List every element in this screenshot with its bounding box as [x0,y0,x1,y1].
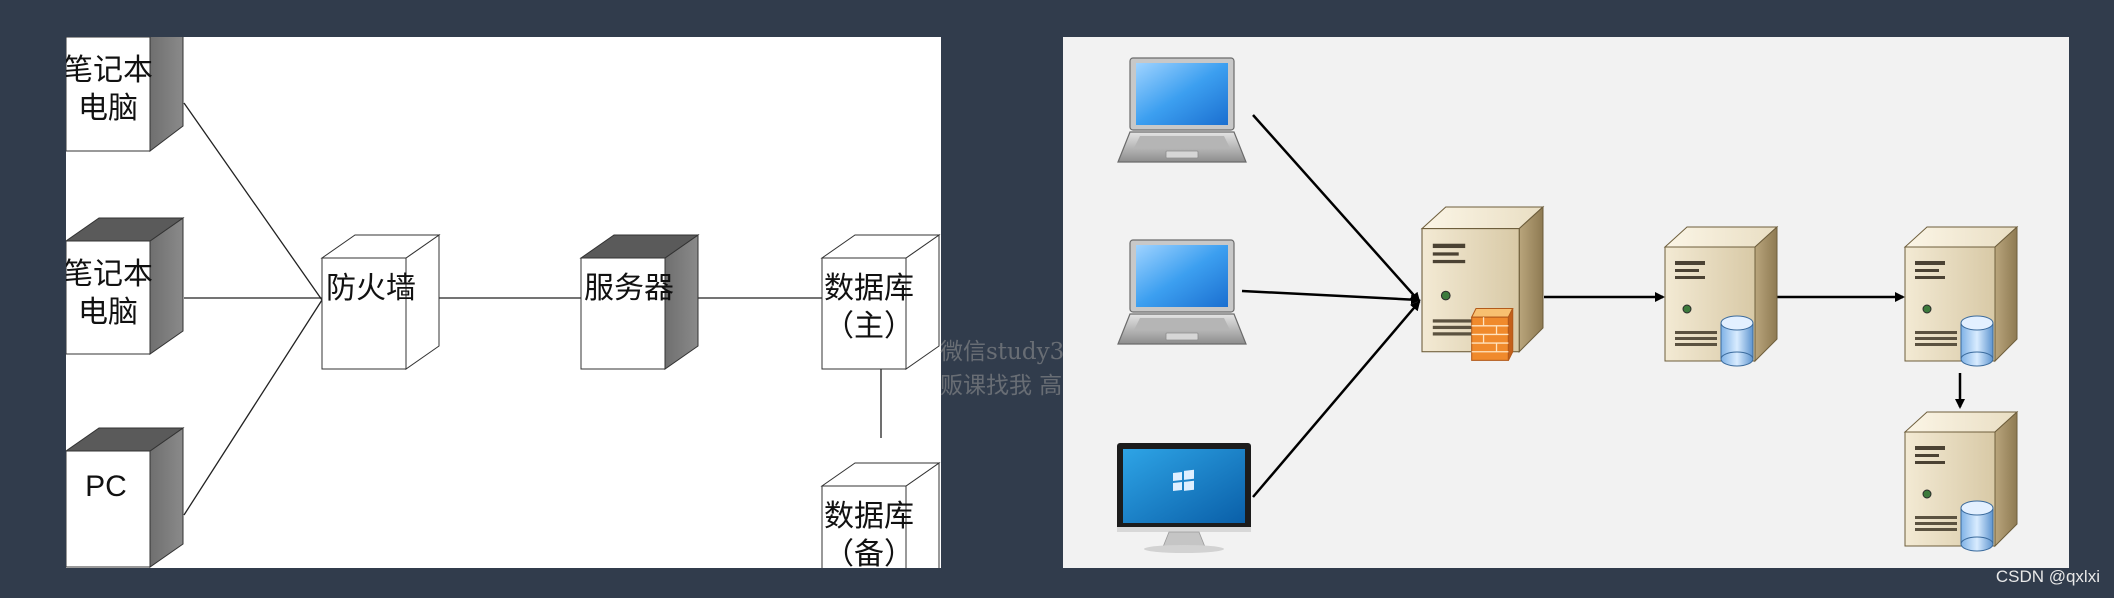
node-db-primary-line1: 数据库 [824,271,914,306]
watermark-line1: 微信study3 [940,332,1064,366]
node-laptop2-line1: 笔记本 [66,257,153,292]
db-server-2-icon [1905,227,2017,366]
node-server-label: 服务器 [584,271,674,306]
csdn-credit-label: CSDN @qxlxi [1996,567,2100,587]
right-diagram-panel [1063,37,2069,568]
edge-pc-firewall [184,300,322,515]
node-server: 服务器 [581,235,698,369]
node-firewall-label: 防火墙 [326,271,416,306]
right-connections [1242,115,1960,497]
laptop-mid-icon [1118,240,1246,344]
left-diagram-panel: 笔记本 电脑 笔记本 电脑 PC 防火墙 [66,37,941,568]
firewall-server-icon [1422,207,1543,360]
node-laptop2-line2: 电脑 [78,295,138,330]
node-db-backup: 数据库 （备） [822,463,939,568]
arrow-monitor-to-server [1253,302,1419,497]
node-db-backup-line1: 数据库 [824,499,914,534]
right-diagram-canvas [1063,37,2069,568]
node-firewall: 防火墙 [322,235,439,369]
node-db-primary-line2: （主） [824,309,914,344]
edge-laptop1-firewall [184,103,322,300]
node-laptop2: 笔记本 电脑 [66,218,183,354]
db-server-3-icon [1905,412,2017,551]
node-pc-label: PC [85,470,127,503]
node-laptop1-line1: 笔记本 [66,53,153,88]
arrow-laptop-mid-to-server [1242,291,1419,300]
node-db-backup-line2: （备） [824,537,914,568]
node-laptop1-line2: 电脑 [78,91,138,126]
left-connections [184,103,881,515]
monitor-icon [1117,443,1251,553]
arrow-laptop-top-to-server [1253,115,1419,301]
node-laptop1: 笔记本 电脑 [66,37,183,151]
db-server-1-icon [1665,227,1777,366]
left-diagram-canvas: 笔记本 电脑 笔记本 电脑 PC 防火墙 [66,37,941,568]
laptop-top-icon [1118,58,1246,162]
node-db-primary: 数据库 （主） [822,235,939,369]
watermark-line2: 贩课找我 高 [940,366,1062,400]
node-pc: PC [66,428,183,567]
